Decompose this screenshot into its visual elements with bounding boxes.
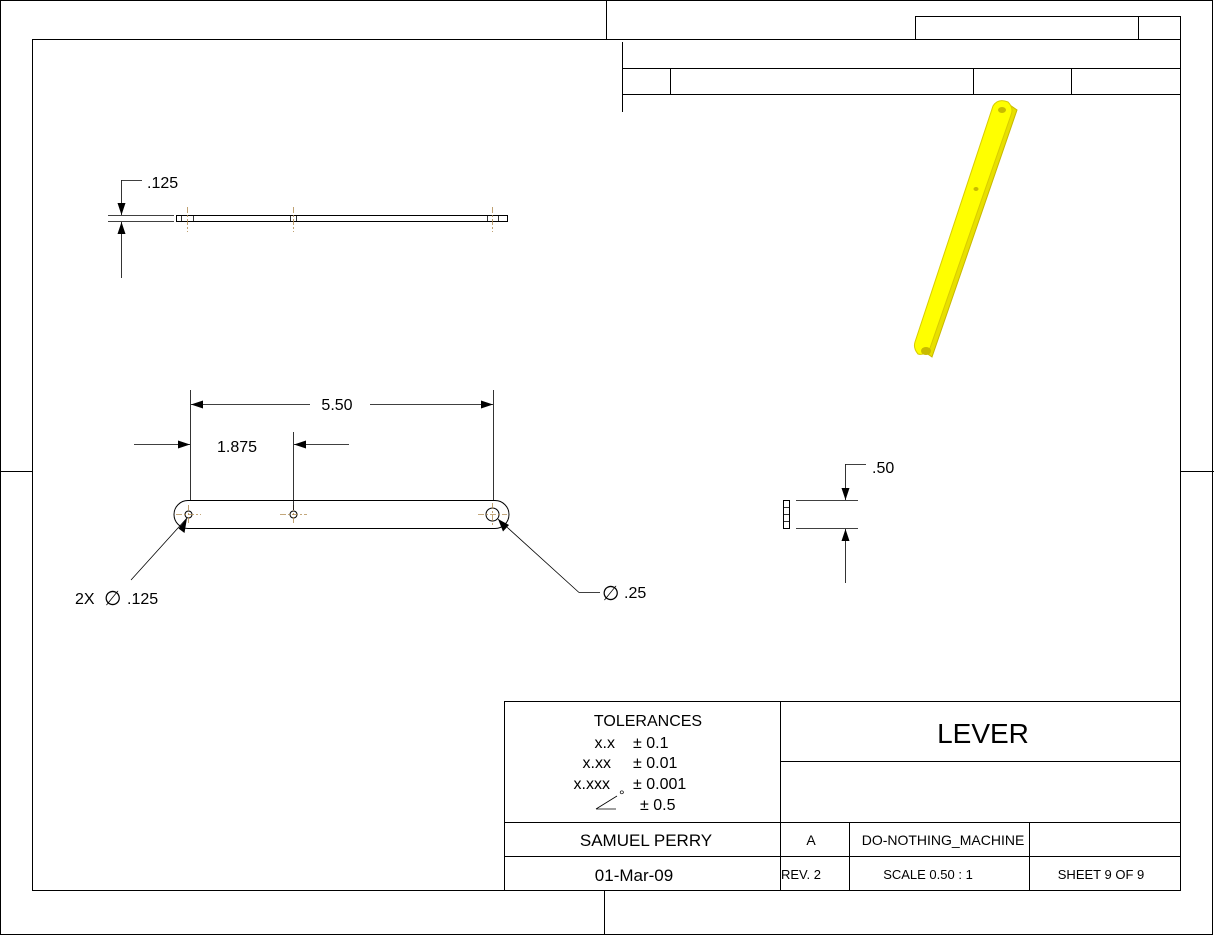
- dim-thickness-label: .125: [147, 175, 178, 192]
- dim-arrow-thickness-top: [117, 203, 126, 215]
- drawn-by: SAMUEL PERRY: [580, 831, 712, 850]
- large-hole-dia-label: .25: [624, 585, 646, 602]
- dim-arrow-spacing-right: [294, 440, 306, 449]
- tolerance-value-1: ± 0.1: [633, 735, 669, 752]
- front-view: 5.50 1.875 2X ∅ .125 ∅ .25: [75, 390, 646, 610]
- small-holes-prefix: 2X: [75, 591, 95, 608]
- side-view-outline: [176, 215, 508, 222]
- drawing-date: 01-Mar-09: [595, 866, 673, 885]
- sheet-size: A: [806, 832, 816, 848]
- scale: SCALE 0.50 : 1: [883, 867, 973, 882]
- dim-arrow-width-top: [841, 488, 850, 500]
- tolerance-label-1: x.x: [595, 735, 615, 752]
- dim-spacing-label: 1.875: [217, 439, 257, 456]
- leader-arrow-small-holes: [178, 518, 187, 533]
- tolerance-label-4: °: [619, 787, 625, 803]
- side-view: .125: [108, 175, 508, 278]
- angle-icon: [595, 795, 618, 810]
- dim-length-label: 5.50: [321, 397, 352, 414]
- tolerance-label-3: x.xxx: [574, 776, 610, 793]
- dim-arrow-length-left: [191, 400, 203, 409]
- isometric-view: [913, 100, 1018, 358]
- lever-3d-body: [913, 100, 1013, 355]
- dim-arrow-spacing-left: [178, 440, 190, 449]
- tolerance-value-3: ± 0.001: [633, 776, 686, 793]
- tolerance-label-2: x.xx: [583, 755, 611, 772]
- revision-block: [622, 16, 1181, 112]
- hole-3d-bottom: [921, 347, 931, 355]
- small-holes-dia-label: .125: [127, 591, 158, 608]
- tolerance-value-4: ± 0.5: [640, 797, 676, 814]
- project-name: DO-NOTHING_MACHINE: [862, 832, 1025, 848]
- tolerances-heading: TOLERANCES: [594, 713, 702, 730]
- revision: REV. 2: [781, 867, 821, 882]
- hole-3d-middle: [973, 187, 979, 191]
- dim-width-label: .50: [872, 460, 894, 477]
- diameter-symbol-small: ∅: [104, 588, 121, 610]
- leader-arrow-large-hole: [498, 519, 509, 532]
- tolerance-value-2: ± 0.01: [633, 755, 677, 772]
- dim-arrow-length-right: [481, 400, 493, 409]
- part-name: LEVER: [937, 718, 1029, 749]
- sheet-number: SHEET 9 OF 9: [1058, 867, 1144, 882]
- title-block: TOLERANCES x.x ± 0.1 x.xx ± 0.01 x.xxx ±…: [504, 701, 1181, 891]
- end-view: .50: [783, 460, 894, 583]
- lever-outline: [173, 500, 510, 529]
- diameter-symbol-large: ∅: [602, 583, 619, 605]
- dim-arrow-thickness-bottom: [117, 222, 126, 234]
- hole-3d-top: [998, 107, 1006, 113]
- dim-arrow-width-bottom: [841, 529, 850, 541]
